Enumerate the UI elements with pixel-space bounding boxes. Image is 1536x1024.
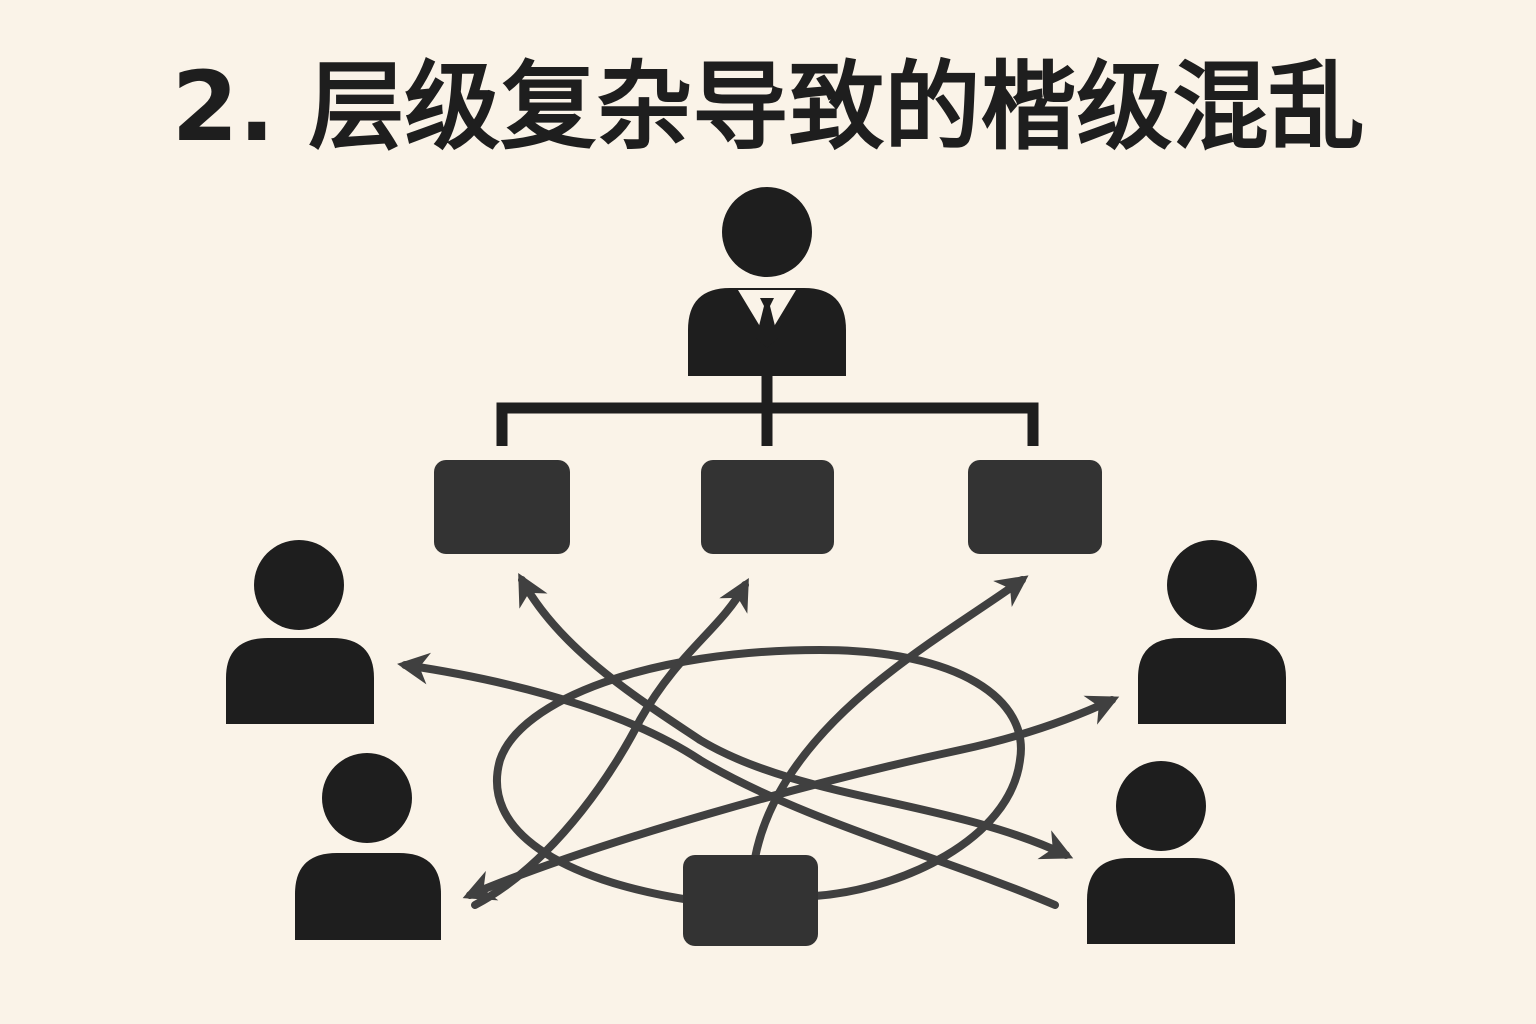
chaotic-arrows [397, 572, 1120, 909]
department-box-bottom [683, 855, 818, 946]
arrow-from-left-box [518, 572, 1074, 860]
page-title: 2. 层级复杂导致的楷级混乱 [171, 51, 1365, 163]
person-icon [1138, 540, 1286, 724]
arrow-to-right-box [751, 575, 1029, 862]
department-box [434, 460, 570, 554]
department-box [701, 460, 834, 554]
arrow-to-right-person [462, 695, 1120, 901]
person-icon [226, 540, 374, 724]
org-chart-connectors [496, 374, 1039, 446]
department-box [968, 460, 1102, 554]
person-icon [1087, 761, 1235, 944]
person-icon [295, 753, 441, 940]
manager-person-icon [688, 187, 846, 376]
